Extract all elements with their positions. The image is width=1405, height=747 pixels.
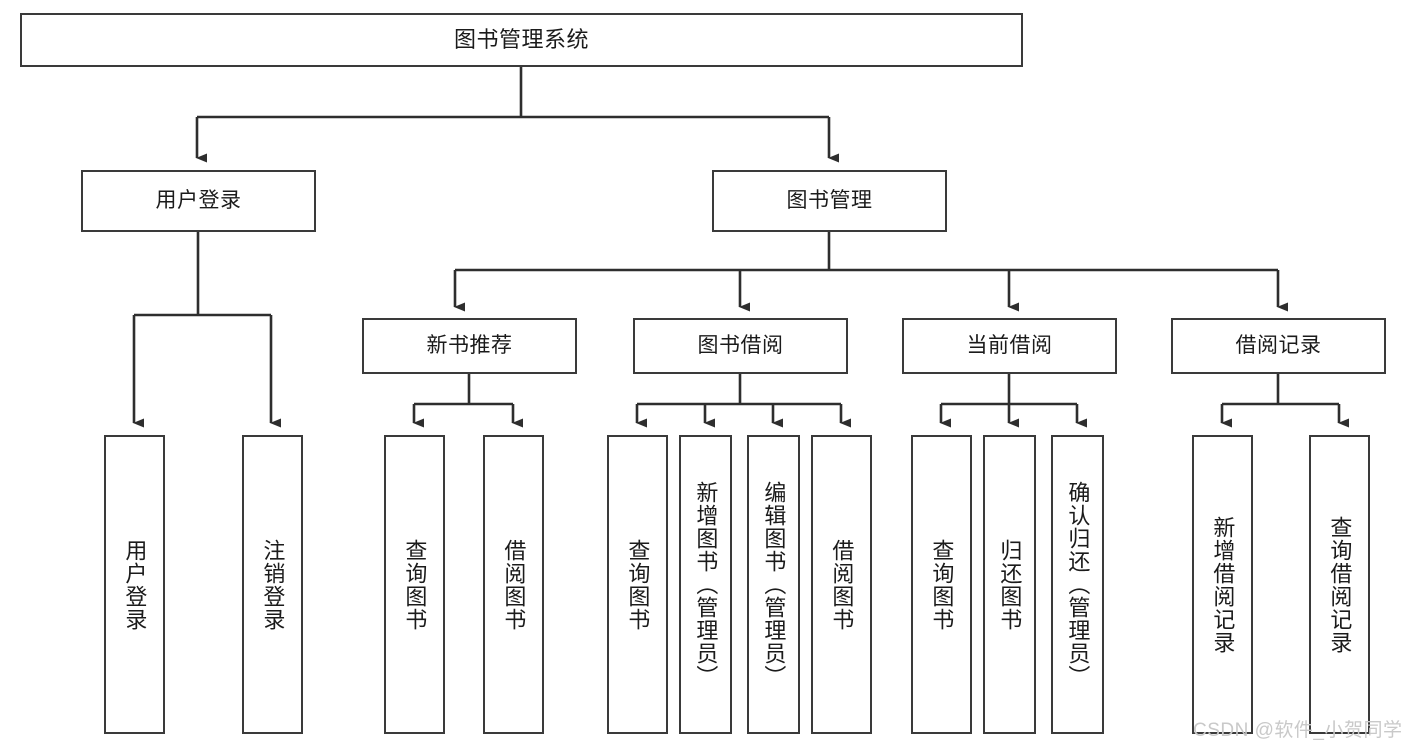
- node-book-management[interactable]: 图书管理: [712, 170, 947, 232]
- leaf-query-book-borrow[interactable]: 查询图书: [607, 435, 668, 734]
- node-label: 查询借阅记录: [1327, 515, 1353, 654]
- leaf-query-book-recommend[interactable]: 查询图书: [384, 435, 445, 734]
- node-label: 图书借阅: [697, 333, 784, 357]
- node-label: 查询图书: [929, 538, 955, 631]
- node-book-borrow[interactable]: 图书借阅: [633, 318, 848, 374]
- node-label: 查询图书: [402, 538, 428, 631]
- node-label: 借阅记录: [1235, 333, 1322, 357]
- leaf-add-book-admin[interactable]: 新增图书（管理员）: [679, 435, 732, 734]
- node-label: 借阅图书: [829, 538, 855, 631]
- csdn-watermark: CSDN @软件_小贺同学: [1193, 720, 1403, 741]
- node-label: 新增图书（管理员）: [693, 481, 719, 688]
- node-label: 注销登录: [260, 538, 286, 631]
- leaf-add-borrow-record[interactable]: 新增借阅记录: [1192, 435, 1253, 734]
- node-borrow-record[interactable]: 借阅记录: [1171, 318, 1386, 374]
- node-current-borrow[interactable]: 当前借阅: [902, 318, 1117, 374]
- node-label: 归还图书: [997, 538, 1023, 631]
- node-label: 用户登录: [122, 538, 148, 631]
- leaf-return-book[interactable]: 归还图书: [983, 435, 1036, 734]
- node-label: 编辑图书（管理员）: [761, 481, 787, 688]
- node-label: 新书推荐: [426, 333, 513, 357]
- leaf-confirm-return-admin[interactable]: 确认归还（管理员）: [1051, 435, 1104, 734]
- node-label: 当前借阅: [966, 333, 1053, 357]
- leaf-query-book-current[interactable]: 查询图书: [911, 435, 972, 734]
- node-label: 图书管理系统: [453, 27, 589, 53]
- leaf-query-borrow-record[interactable]: 查询借阅记录: [1309, 435, 1370, 734]
- node-label: 借阅图书: [501, 538, 527, 631]
- node-user-login[interactable]: 用户登录: [81, 170, 316, 232]
- node-label: 新增借阅记录: [1210, 515, 1236, 654]
- node-label: 确认归还（管理员）: [1065, 481, 1091, 688]
- leaf-user-login[interactable]: 用户登录: [104, 435, 165, 734]
- node-new-book-recommend[interactable]: 新书推荐: [362, 318, 577, 374]
- node-label: 用户登录: [155, 188, 242, 212]
- node-root-book-management-system[interactable]: 图书管理系统: [20, 13, 1023, 67]
- leaf-edit-book-admin[interactable]: 编辑图书（管理员）: [747, 435, 800, 734]
- node-label: 图书管理: [786, 188, 873, 212]
- leaf-borrow-book[interactable]: 借阅图书: [811, 435, 872, 734]
- leaf-user-logout[interactable]: 注销登录: [242, 435, 303, 734]
- leaf-borrow-book-recommend[interactable]: 借阅图书: [483, 435, 544, 734]
- node-label: 查询图书: [625, 538, 651, 631]
